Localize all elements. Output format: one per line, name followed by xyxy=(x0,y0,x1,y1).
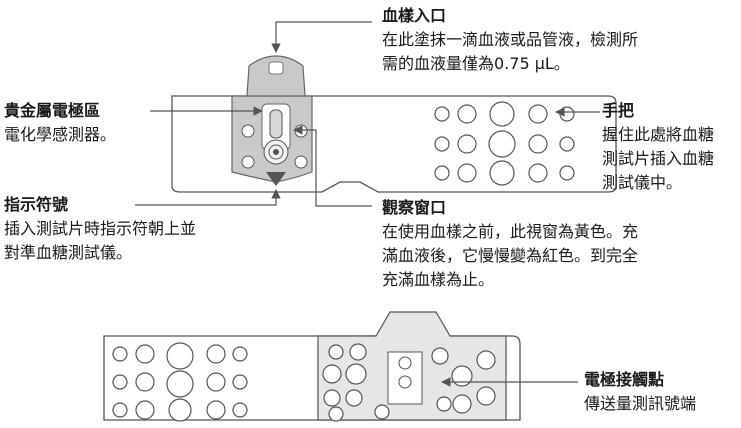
label-desc: 充滿血樣為止。 xyxy=(382,270,495,289)
label-handle: 手把 握住此處將血糖 測試片插入血糖 測試儀中。 xyxy=(602,99,714,195)
label-title: 電極接觸點 xyxy=(584,370,665,389)
label-electrode-contacts: 電極接觸點 傳送量測訊號端 xyxy=(584,368,696,416)
indicator-mark xyxy=(266,172,286,186)
label-observation-window: 觀察窗口 在使用血樣之前，此視窗為黃色。充 滿血液後，它慢慢變為紅色。到完全 充… xyxy=(382,196,638,292)
electrode-dot xyxy=(273,149,279,155)
contact-hole xyxy=(398,375,412,389)
contact-points xyxy=(322,343,496,422)
electrode-hole xyxy=(241,155,255,169)
inlet-notch xyxy=(268,61,284,75)
label-desc: 測試片插入血糖 xyxy=(602,149,715,168)
label-desc: 在使用血樣之前，此視窗為黃色。充 xyxy=(382,222,639,241)
label-desc: 滿血液後，它慢慢變為紅色。到完全 xyxy=(382,246,639,265)
label-gold-electrode: 貴金屬電極區 電化學感測器。 xyxy=(4,99,116,147)
label-indicator: 指示符號 插入測試片時指示符朝上並 對準血糖測試儀。 xyxy=(4,193,196,265)
electrode-hole xyxy=(294,155,308,169)
leader-lines xyxy=(135,21,600,387)
label-title: 觀察窗口 xyxy=(382,198,447,217)
label-desc: 需的血液量僅為0.75 µL。 xyxy=(382,54,570,73)
front-strip xyxy=(171,55,617,193)
electrode-slot xyxy=(269,109,283,139)
electrode-hole xyxy=(294,124,308,138)
label-desc: 電化學感測器。 xyxy=(4,125,117,144)
label-desc: 對準血糖測試儀。 xyxy=(4,243,133,262)
leader-sample-inlet xyxy=(271,21,372,53)
label-desc: 握住此處將血糖 xyxy=(602,125,715,144)
electrode-hole xyxy=(241,124,255,138)
label-title: 貴金屬電極區 xyxy=(4,101,101,120)
inlet-tab xyxy=(246,55,306,97)
label-desc: 插入測試片時指示符朝上並 xyxy=(4,219,197,238)
back-handle-holes xyxy=(112,342,248,422)
handle-grip xyxy=(434,101,575,186)
label-title: 血樣入口 xyxy=(382,6,447,25)
label-desc: 傳送量測訊號端 xyxy=(584,394,697,413)
back-strip xyxy=(103,311,521,422)
label-desc: 測試儀中。 xyxy=(602,173,683,192)
electrode-ring-inner xyxy=(268,144,284,160)
label-desc: 在此塗抹一滴血液或品管液，檢測所 xyxy=(382,30,639,49)
label-sample-inlet: 血樣入口 在此塗抹一滴血液或品管液，檢測所 需的血液量僅為0.75 µL。 xyxy=(382,4,638,76)
label-title: 指示符號 xyxy=(4,195,69,214)
label-title: 手把 xyxy=(602,101,635,120)
leader-window xyxy=(293,125,372,207)
contact-hole xyxy=(398,356,412,370)
leader-indicator xyxy=(135,189,281,206)
